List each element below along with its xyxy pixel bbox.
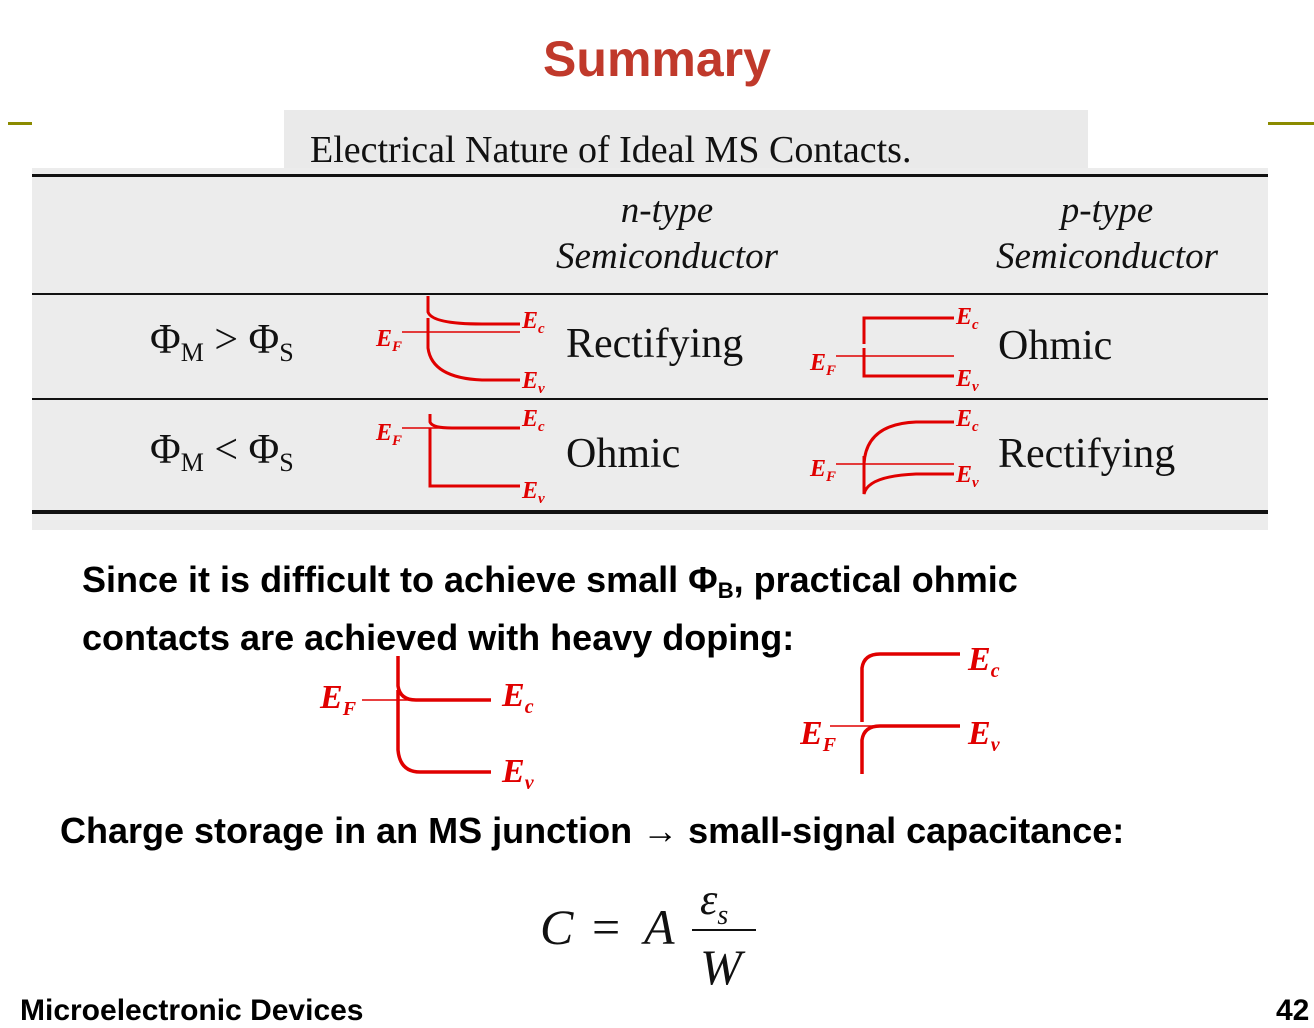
row1-sub-s: S: [279, 338, 294, 367]
body-line-2: contacts are achieved with heavy doping:: [82, 617, 795, 658]
table-bottom-rule: [32, 510, 1268, 514]
fermi-label: EF: [809, 350, 836, 379]
caption-background: [284, 110, 1088, 168]
body-paragraph: Since it is difficult to achieve small Φ…: [82, 556, 1232, 661]
conduction-band-label: Ec: [501, 677, 534, 718]
capacitance-formula: C = A εs W: [540, 880, 756, 990]
n-type-semiconductor-label: Semiconductor: [556, 236, 778, 277]
row2-phi-m: Φ: [150, 427, 181, 473]
row1-condition: ΦM > ΦS: [150, 316, 294, 368]
body-line-1-tail: , practical ohmic: [733, 559, 1018, 600]
column-header-n-type: n-type Semiconductor: [502, 188, 832, 280]
capacitance-statement: Charge storage in an MS junction → small…: [60, 810, 1125, 851]
title-rule-right: [1268, 122, 1314, 125]
valence-band: [862, 456, 954, 495]
row2-condition: ΦM < ΦS: [150, 426, 294, 478]
valence-band: [862, 348, 954, 378]
conduction-band: [396, 656, 491, 702]
valence-band: [426, 318, 520, 382]
row1-phi-m: Φ: [150, 317, 181, 363]
valence-band-label: Ev: [521, 368, 545, 397]
conduction-band-label: Ec: [955, 304, 979, 333]
fermi-label: EF: [319, 679, 357, 720]
row1-n-result: Rectifying: [566, 321, 744, 367]
ms-contacts-table: Electrical Nature of Ideal MS Contacts. …: [32, 110, 1268, 530]
valence-band-label: Ev: [955, 366, 979, 395]
title-rule-left: [8, 122, 32, 125]
row1-p-result: Ohmic: [998, 323, 1113, 369]
row2-sub-s: S: [279, 448, 294, 477]
valence-band-label: Ev: [521, 478, 545, 507]
body-line-1: Since it is difficult to achieve small Φ…: [82, 556, 1232, 614]
heavy-doping-n-diagram: EF Ec Ev: [319, 656, 535, 794]
valence-band-label: Ev: [501, 753, 535, 794]
table-row-rule: [32, 398, 1268, 400]
n-type-label: n-type: [620, 190, 714, 231]
conduction-band: [862, 420, 954, 465]
page-number: 42: [1276, 994, 1310, 1027]
row1-phi-s: Φ: [248, 317, 280, 363]
row2-operator: <: [203, 427, 249, 473]
table-caption: Electrical Nature of Ideal MS Contacts.: [310, 129, 912, 171]
table-background: [32, 168, 1268, 530]
conduction-band: [428, 414, 520, 430]
row2-p-result: Rectifying: [998, 431, 1176, 477]
conduction-band-label: Ec: [967, 641, 1000, 682]
band-diagram-row2-p: EF Ec Ev: [809, 406, 979, 495]
phi-b-subscript: B: [717, 578, 734, 603]
valence-band: [396, 690, 491, 774]
valence-band: [860, 724, 960, 774]
slide-title: Summary: [543, 31, 771, 87]
formula-w: W: [700, 939, 746, 990]
formula-a: A: [641, 899, 675, 955]
band-diagram-row1-n: EF Ec Ev: [375, 296, 545, 397]
valence-band-label: Ev: [967, 715, 1001, 756]
row2-n-result: Ohmic: [566, 431, 681, 477]
table-header-rule: [32, 293, 1268, 295]
table-top-rule: [32, 174, 1268, 177]
p-type-semiconductor-label: Semiconductor: [996, 236, 1218, 277]
valence-band: [428, 428, 520, 488]
conduction-band-label: Ec: [955, 406, 979, 435]
column-header-p-type: p-type Semiconductor: [942, 188, 1272, 280]
fermi-label: EF: [375, 420, 402, 449]
formula-equals: =: [592, 899, 620, 955]
formula-c: C: [540, 899, 574, 955]
formula-epsilon: εs: [700, 880, 728, 931]
fermi-label: EF: [809, 456, 836, 485]
conduction-band: [860, 652, 960, 722]
conduction-band: [862, 316, 954, 344]
row2-phi-s: Φ: [248, 427, 280, 473]
conduction-band-label: Ec: [521, 406, 545, 435]
row1-sub-m: M: [180, 338, 204, 367]
row2-sub-m: M: [180, 448, 204, 477]
fermi-label: EF: [375, 326, 402, 355]
valence-band-label: Ev: [955, 462, 979, 491]
band-diagram-row2-n: EF Ec Ev: [375, 406, 545, 507]
conduction-band-label: Ec: [521, 308, 545, 337]
body-line-1-text: Since it is difficult to achieve small Φ: [82, 559, 718, 600]
footer-text: Microelectronic Devices: [20, 994, 364, 1027]
p-type-label: p-type: [1060, 190, 1154, 231]
fermi-label: EF: [800, 715, 837, 756]
row1-operator: >: [203, 317, 249, 363]
heavy-doping-p-diagram: EF Ec Ev: [800, 641, 1001, 774]
band-diagram-row1-p: EF Ec Ev: [809, 304, 979, 395]
conduction-band: [426, 296, 520, 326]
